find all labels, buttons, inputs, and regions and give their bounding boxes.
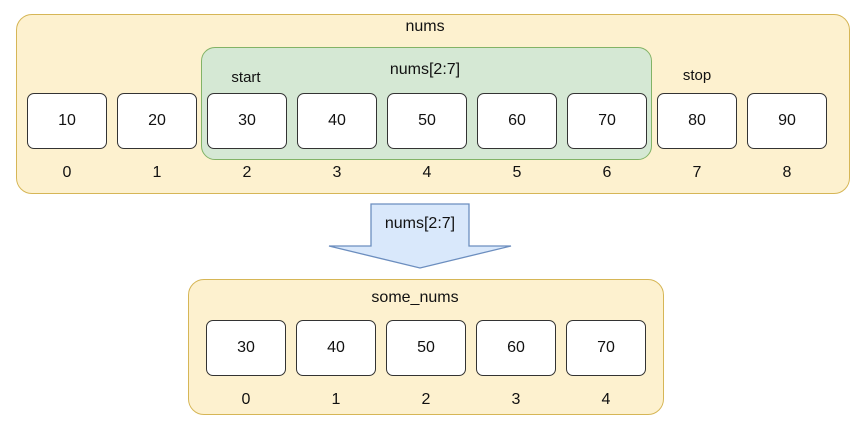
array-cell: 50 — [386, 320, 466, 376]
array-index-label: 4 — [601, 391, 611, 408]
array-index-label: 7 — [692, 164, 702, 181]
array-index-label: 1 — [152, 164, 162, 181]
array-cell: 30 — [206, 320, 286, 376]
array-index-label: 5 — [512, 164, 522, 181]
array-index-label: 8 — [782, 164, 792, 181]
array-index-label: 0 — [241, 391, 251, 408]
array-index-label: 4 — [422, 164, 432, 181]
array-cell: 60 — [477, 93, 557, 149]
stop-label: stop — [682, 67, 712, 84]
array-cell: 20 — [117, 93, 197, 149]
array-cell: 70 — [567, 93, 647, 149]
array-cell: 80 — [657, 93, 737, 149]
array-cell: 90 — [747, 93, 827, 149]
array-cell: 60 — [476, 320, 556, 376]
nums-title: nums — [405, 18, 445, 35]
array-index-label: 2 — [421, 391, 431, 408]
array-index-label: 3 — [511, 391, 521, 408]
array-index-label: 0 — [62, 164, 72, 181]
some-nums-title: some_nums — [371, 289, 459, 306]
array-index-label: 1 — [331, 391, 341, 408]
start-label: start — [231, 69, 261, 86]
arrow-label: nums[2:7] — [384, 215, 456, 232]
array-cell: 70 — [566, 320, 646, 376]
array-cell: 50 — [387, 93, 467, 149]
array-index-label: 6 — [602, 164, 612, 181]
array-index-label: 2 — [242, 164, 252, 181]
array-index-label: 3 — [332, 164, 342, 181]
down-arrow-shape — [328, 203, 512, 269]
array-cell: 30 — [207, 93, 287, 149]
array-cell: 40 — [297, 93, 377, 149]
array-cell: 40 — [296, 320, 376, 376]
array-cell: 10 — [27, 93, 107, 149]
slice-highlight-title: nums[2:7] — [389, 61, 461, 78]
